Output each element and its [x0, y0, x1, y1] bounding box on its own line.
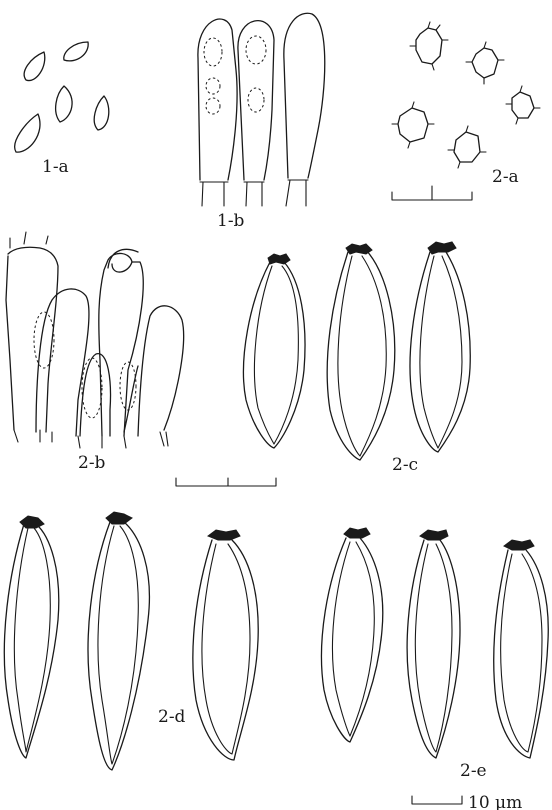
panel-1b-basidia: 1-b — [198, 13, 325, 231]
panel-label-2e: 2-e — [460, 761, 487, 781]
panel-2e-cystidia: 2-e — [321, 528, 548, 781]
scale-bar: 10 μm — [412, 793, 522, 810]
panel-label-1b: 1-b — [217, 211, 245, 231]
panel-label-2c: 2-c — [392, 455, 418, 475]
panel-label-1a: 1-a — [42, 157, 69, 177]
panel-2c-cystidia: 2-c — [243, 242, 470, 475]
panel-label-2b: 2-b — [78, 453, 106, 473]
panel-2b-basidia: 2-b — [6, 232, 276, 486]
panel-label-2d: 2-d — [158, 707, 186, 727]
panel-label-2a: 2-a — [492, 167, 519, 187]
panel-2d-cystidia: 2-d — [4, 512, 258, 770]
scale-bar-label: 10 μm — [468, 793, 522, 810]
panel-1a-spores: 1-a — [15, 42, 109, 177]
panel-2a-spores: 2-a — [392, 22, 540, 200]
